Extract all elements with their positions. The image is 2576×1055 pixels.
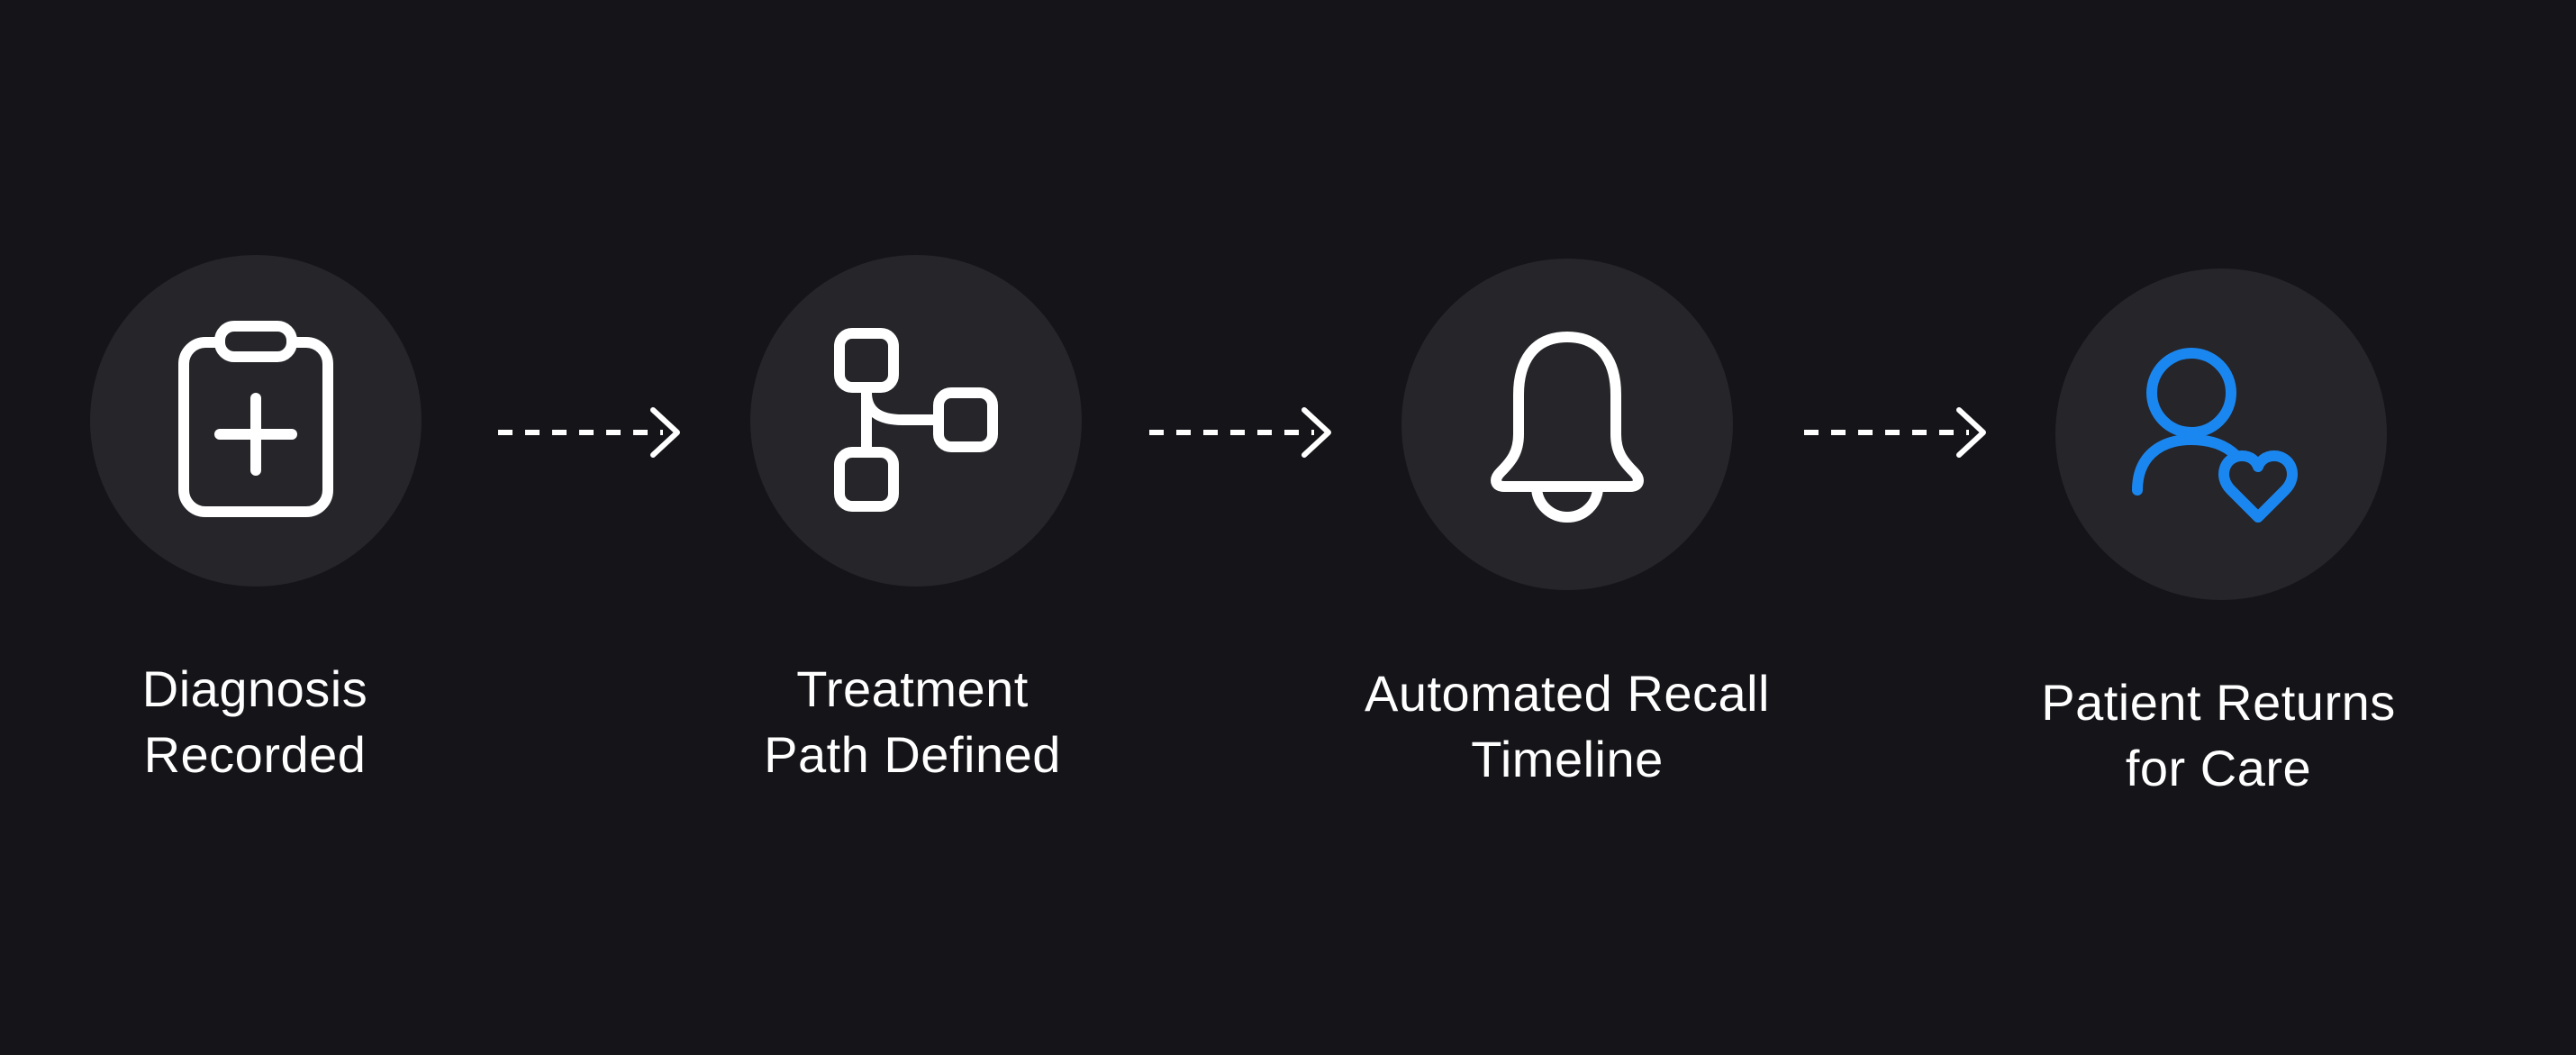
step-2-label-line-1: Treatment bbox=[796, 660, 1029, 717]
step-4-label: Patient Returns for Care bbox=[1948, 669, 2489, 801]
step-4-label-line-1: Patient Returns bbox=[2041, 674, 2396, 731]
clipboard-plus-icon bbox=[178, 321, 333, 517]
bell-icon bbox=[1491, 332, 1644, 523]
step-3-circle bbox=[1401, 259, 1733, 590]
step-2-label: Treatment Path Defined bbox=[642, 656, 1183, 787]
step-3-label-line-2: Timeline bbox=[1471, 731, 1664, 787]
step-2-label-line-2: Path Defined bbox=[764, 726, 1061, 783]
step-1-label: Diagnosis Recorded bbox=[0, 656, 525, 787]
step-4-circle bbox=[2055, 268, 2387, 600]
flow-arrow-1 bbox=[498, 407, 680, 458]
flow-arrow-3 bbox=[1804, 407, 1986, 458]
flow-arrow-2 bbox=[1149, 407, 1331, 458]
step-3-label: Automated Recall Timeline bbox=[1297, 660, 1837, 792]
git-branch-icon bbox=[834, 328, 998, 512]
step-1-label-line-1: Diagnosis bbox=[141, 660, 368, 717]
step-3-label-line-1: Automated Recall bbox=[1364, 665, 1770, 722]
step-1-label-line-2: Recorded bbox=[143, 726, 367, 783]
step-4-label-line-2: for Care bbox=[2125, 740, 2312, 796]
step-2-circle bbox=[750, 255, 1082, 587]
user-heart-icon bbox=[2132, 348, 2298, 523]
step-1-circle bbox=[90, 255, 422, 587]
